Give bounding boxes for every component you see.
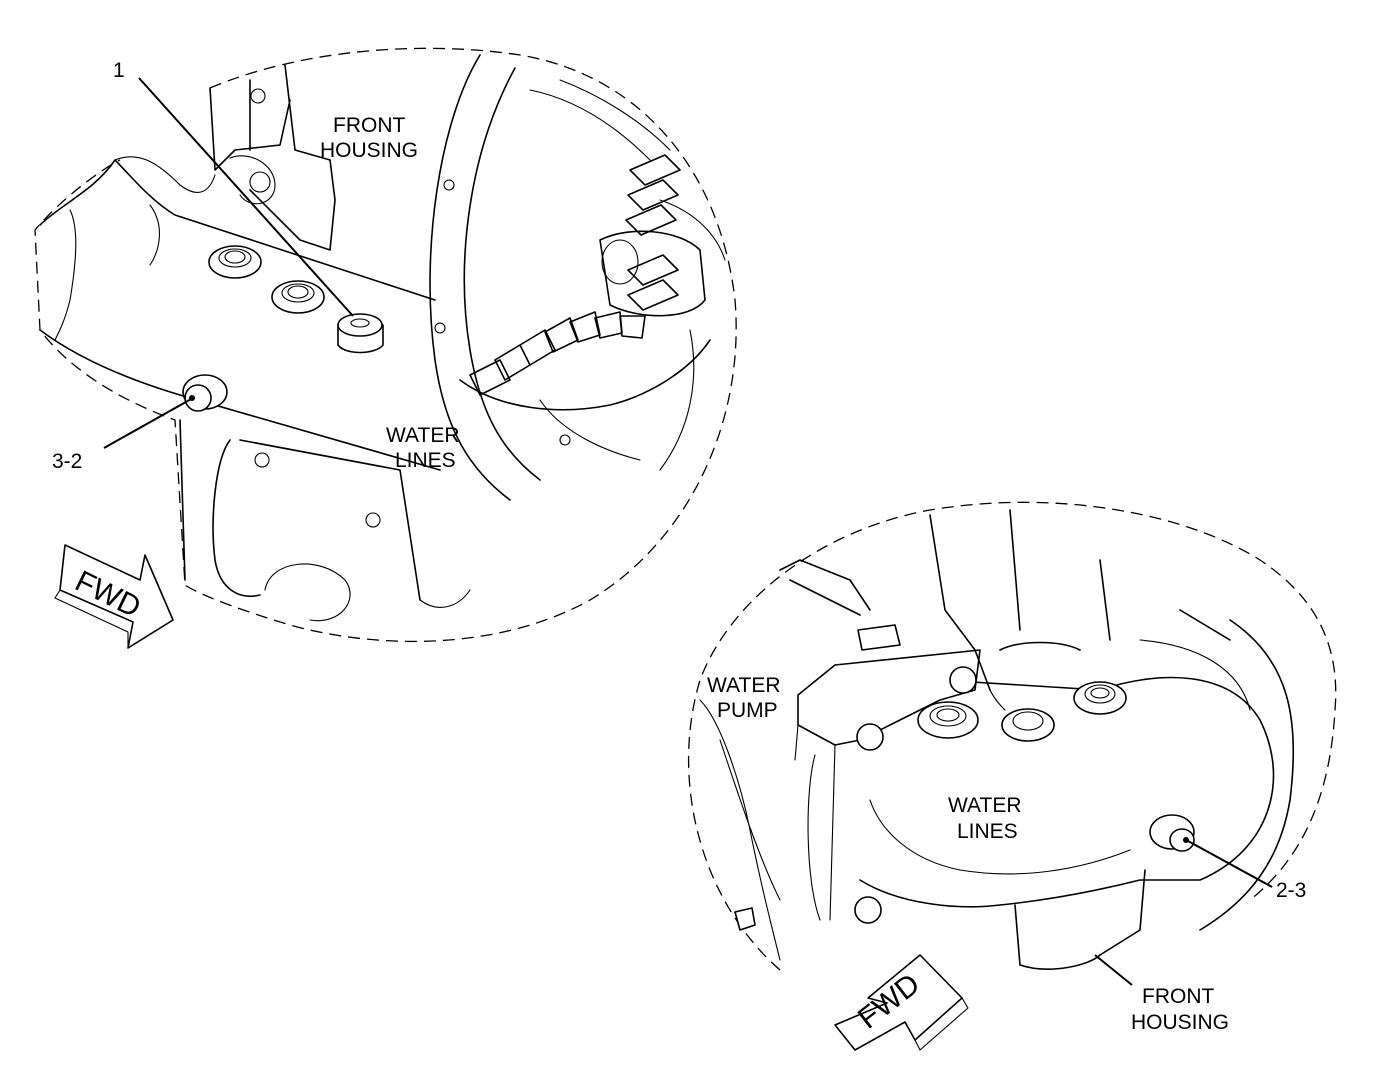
fitting-part-3-2: [182, 374, 228, 412]
water-pump-cover: [794, 624, 981, 924]
label-water-pump-1: WATER: [707, 674, 781, 697]
fwd-arrow-bottom: FWD: [834, 954, 969, 1051]
fitting-part-2-3: [1149, 814, 1195, 852]
callout-3-2: 3-2: [52, 450, 82, 473]
label-water-lines-top-1: WATER: [386, 424, 460, 447]
plug-part-1: [337, 313, 384, 354]
top-housing-body: [39, 159, 441, 471]
label-front-housing-top-1: FRONT: [333, 114, 405, 137]
callout-1: 1: [113, 59, 125, 82]
label-front-housing-bottom-1: FRONT: [1142, 985, 1214, 1008]
top-flange-ring: [429, 54, 511, 501]
label-water-pump-2: PUMP: [717, 699, 778, 722]
top-view: 1 3-2 FRONT HOUSING WATER LINES FWD: [34, 47, 737, 649]
bottom-view: 2-3 WATER PUMP WATER LINES FRONT HOUSING…: [687, 501, 1337, 1051]
label-front-housing-bottom-2: HOUSING: [1131, 1011, 1229, 1034]
bottom-port-3: [1073, 681, 1127, 715]
bottom-view-boundary: [687, 501, 1337, 971]
bottom-upper-structure: [779, 509, 1231, 691]
label-water-lines-bottom-1: WATER: [948, 794, 1022, 817]
bottom-port-2: [1001, 708, 1055, 742]
top-lower-bracket: [179, 419, 421, 601]
fwd-arrow-top: FWD: [54, 544, 174, 649]
bottom-port-1: [917, 701, 979, 739]
top-port-1: [208, 245, 262, 279]
leader-callout-1: [138, 77, 354, 317]
top-upper-plate: [209, 64, 336, 251]
leader-front-housing-bottom: [1094, 954, 1133, 986]
callout-2-3: 2-3: [1276, 879, 1306, 902]
top-view-boundary: [34, 47, 737, 643]
label-water-lines-bottom-2: LINES: [957, 820, 1018, 843]
top-gear-assembly: [459, 79, 726, 471]
label-front-housing-top-2: HOUSING: [320, 139, 418, 162]
top-port-2: [271, 280, 325, 314]
bottom-left-cylinder: [699, 699, 781, 961]
leader-callout-2-3: [1187, 840, 1273, 888]
leader-callout-3-2: [103, 397, 194, 449]
label-water-lines-top-2: LINES: [395, 449, 456, 472]
